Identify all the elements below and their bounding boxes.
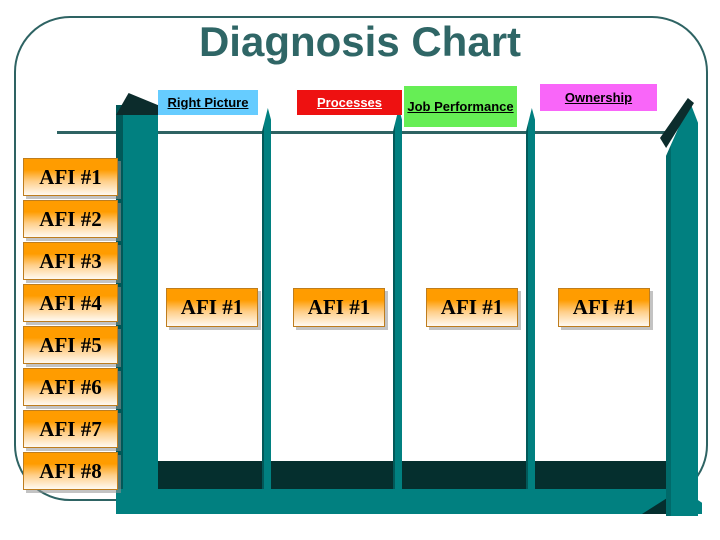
column-header-job-performance: Job Performance: [404, 86, 517, 127]
floor-front-bar: [116, 489, 702, 514]
column-header-label: Job Performance: [407, 98, 514, 114]
afi-list-item-8: AFI #8: [23, 452, 118, 490]
column-header-right-picture: Right Picture: [158, 90, 258, 115]
divider-pillar-2: [393, 108, 402, 497]
column-header-label: Ownership: [564, 89, 633, 105]
left-pillar: [116, 105, 158, 492]
afi-list-item-6: AFI #6: [23, 368, 118, 406]
afi-list-item-3: AFI #3: [23, 242, 118, 280]
afi-list-item-1: AFI #1: [23, 158, 118, 196]
shelf-line: [57, 131, 669, 134]
column-header-ownership: Ownership: [540, 84, 657, 111]
column-header-label: Right Picture: [167, 94, 249, 110]
afi-list-item-2: AFI #2: [23, 200, 118, 238]
divider-pillar-3: [526, 108, 535, 497]
afi-list-item-7: AFI #7: [23, 410, 118, 448]
afi-card-job-performance: AFI #1: [426, 288, 518, 327]
afi-card-right-picture: AFI #1: [166, 288, 258, 327]
afi-list-item-4: AFI #4: [23, 284, 118, 322]
column-header-label: Processes: [316, 94, 383, 110]
column-header-processes: Processes: [297, 90, 402, 115]
afi-card-ownership: AFI #1: [558, 288, 650, 327]
slide-title: Diagnosis Chart: [198, 18, 522, 65]
divider-pillar-1: [262, 108, 271, 497]
afi-card-processes: AFI #1: [293, 288, 385, 327]
right-pillar: [666, 102, 698, 516]
afi-list-item-5: AFI #5: [23, 326, 118, 364]
